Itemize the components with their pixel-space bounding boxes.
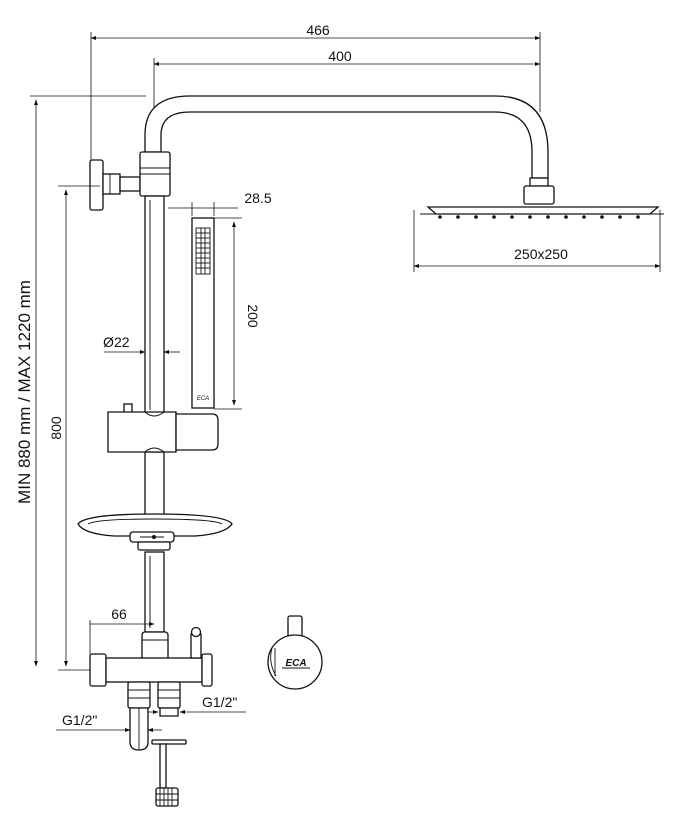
- dim-rail-height: 800: [48, 185, 100, 671]
- thread-left-label: G1/2": [62, 712, 97, 728]
- dim-pipe-diameter: Ø 22: [103, 334, 180, 354]
- wall-bracket: [89, 159, 141, 211]
- pipe-diameter-symbol: Ø: [103, 334, 114, 350]
- rail-height-label: 800: [48, 416, 64, 440]
- inlet-connectors: [127, 681, 181, 751]
- mixer-side-view: ECA: [267, 615, 323, 690]
- dim-head-size: 250x250: [413, 210, 661, 272]
- height-range-label: MIN 880 mm / MAX 1220 mm: [15, 280, 34, 504]
- shower-arm: [144, 95, 549, 179]
- pipe-diameter-label: 22: [114, 334, 130, 350]
- flexible-hose: [151, 739, 187, 807]
- brand-mark: ECA: [285, 658, 306, 669]
- lower-riser: [144, 551, 165, 633]
- inlet-spacing-label: 66: [111, 606, 127, 622]
- dim-handshower-length: 200: [214, 217, 261, 410]
- overall-width-label: 466: [306, 22, 330, 38]
- hand-shower: ECA: [191, 217, 215, 409]
- hand-shower-spray-face: [195, 227, 211, 275]
- dim-overall-width: 466: [90, 22, 541, 164]
- dim-height-range: MIN 880 mm / MAX 1220 mm: [15, 95, 146, 667]
- dim-thread-left: G1/2": [56, 712, 162, 732]
- dim-thread-right: G1/2": [148, 694, 246, 714]
- thread-right-label: G1/2": [202, 694, 237, 710]
- dim-handshower-width: 28.5: [168, 190, 272, 216]
- head-size-label: 250x250: [514, 246, 568, 262]
- dim-arm-length: 400: [153, 48, 541, 110]
- arm-connector: [139, 151, 171, 197]
- handshower-width-label: 28.5: [244, 190, 271, 206]
- slider-holder: [107, 403, 219, 453]
- shower-head: [420, 177, 664, 219]
- handshower-length-label: 200: [245, 304, 261, 328]
- mixer-body: [89, 626, 213, 687]
- riser-rail: [144, 195, 165, 523]
- spray-nozzles: [438, 215, 640, 219]
- hand-shower-logo: ECA: [197, 396, 209, 402]
- dim-inlet-spacing: 66: [89, 606, 155, 654]
- arm-length-label: 400: [328, 48, 352, 64]
- soap-dish: [77, 513, 233, 551]
